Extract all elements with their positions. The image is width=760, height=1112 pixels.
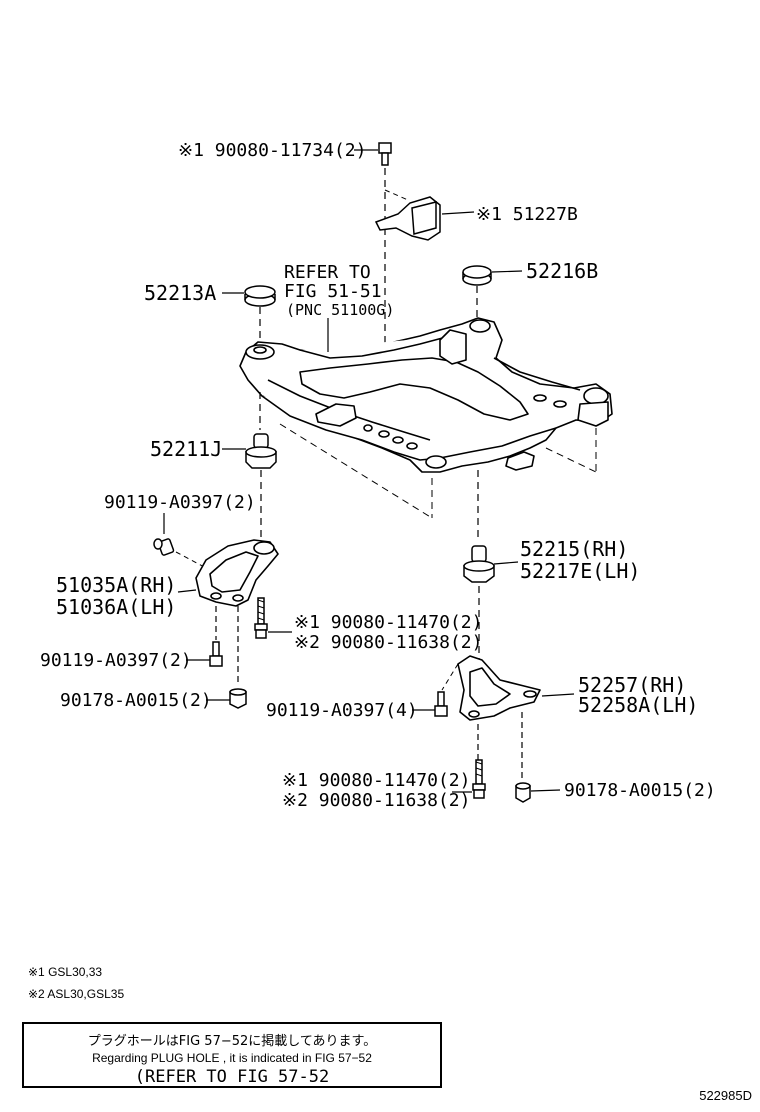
lower-bracket-right-part [457,655,541,721]
lower-bracket-left-part [195,539,279,607]
bolt-left-top-part [153,538,175,556]
cushion-52216b-part [462,265,492,286]
note-japanese: プラグホールはFIG 57−52に掲載してあります。 [87,1034,377,1049]
label-bolt-left-low: 90119-A0397(2) [40,650,192,671]
cushion-52215-part [463,545,495,583]
subframe-part [239,317,613,473]
note-english: Regarding PLUG HOLE , it is indicated in… [92,1051,372,1065]
label-top-bolt: ※1 90080-11734(2) [178,140,366,161]
bracket-51227b-part [374,196,441,241]
label-nut-right: 90178-A0015(2) [564,780,716,801]
label-52213a: 52213A [144,281,216,305]
label-bracket-lh: 51036A(LH) [56,595,176,619]
diagram-id: 522985D [699,1088,752,1103]
bolt-left-mid-part [254,597,268,639]
top-bolt-part [378,142,392,166]
label-bolt-left-mid2: ※2 90080-11638(2) [294,632,482,653]
label-bolt-bottom2: ※2 90080-11638(2) [282,790,470,811]
label-stopper-lh: 52258A(LH) [578,693,698,717]
cushion-52213a-part [244,285,276,307]
label-bolt-bottom1: ※1 90080-11470(2) [282,770,470,791]
label-nut-left: 90178-A0015(2) [60,690,212,711]
label-refer-line2: FIG 51-51 [284,281,382,302]
nut-left-part [229,688,247,709]
plug-hole-note: プラグホールはFIG 57−52に掲載してあります。 Regarding PLU… [22,1022,442,1088]
label-refer-line1: REFER TO [284,262,371,283]
label-cushion-lh: 52217E(LH) [520,559,640,583]
legend-note-2: ※2 ASL30,GSL35 [28,987,125,1001]
bolt-left-low-part [209,641,223,667]
bolt-right-part [434,691,448,717]
label-bolt-right: 90119-A0397(4) [266,700,418,721]
cushion-52211j-part [245,433,277,469]
nut-right-part [515,782,531,803]
label-bolt-left-mid1: ※1 90080-11470(2) [294,612,482,633]
label-52211j: 52211J [150,437,222,461]
legend-note-1: ※1 GSL30,33 [28,965,103,979]
label-stopper-rh: 52257(RH) [578,673,686,697]
label-bracket-51227b: ※1 51227B [476,204,578,225]
bolt-bottom-part [472,759,486,799]
label-52216b: 52216B [526,259,598,283]
label-bracket-rh: 51035A(RH) [56,573,176,597]
label-cushion-rh: 52215(RH) [520,537,628,561]
note-refer: (REFER TO FIG 57-52 [134,1067,330,1087]
label-bolt-left-top: 90119-A0397(2) [104,492,256,513]
label-refer-line3: (PNC 51100G) [286,301,394,319]
